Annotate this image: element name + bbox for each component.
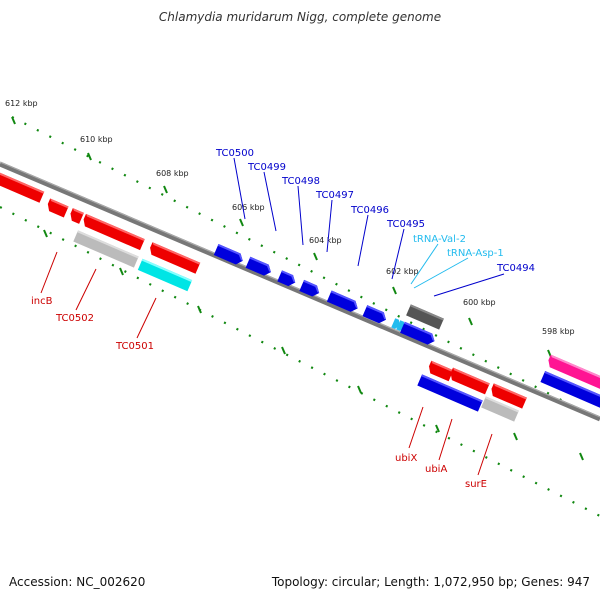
tick-label-610: 610 kbp	[80, 135, 113, 144]
leader-sure	[477, 433, 493, 476]
tick-608	[163, 185, 168, 194]
label-tc0496: TC0496	[350, 205, 389, 216]
bottom-leader-lines	[40, 251, 493, 476]
gene-tc0495[interactable]	[362, 305, 389, 325]
label-tc0499: TC0499	[247, 162, 286, 173]
gene-tc0497[interactable]	[299, 279, 321, 299]
gene-tc0499[interactable]	[245, 256, 274, 278]
tick-600	[468, 317, 473, 326]
tick-label-612: 612 kbp	[5, 99, 38, 108]
label-incb: incB	[31, 296, 53, 307]
label-tc0495: TC0495	[386, 219, 425, 230]
tick-label-598: 598 kbp	[542, 327, 575, 336]
kbp-ticks: 612 kbp 610 kbp 608 kbp 606 kbp 604 kbp …	[5, 99, 584, 461]
tick-label-606: 606 kbp	[232, 203, 265, 212]
tick-label-608: 608 kbp	[156, 169, 189, 178]
gene-incb-small-1[interactable]	[45, 198, 69, 218]
leader-tc0494	[433, 273, 505, 297]
inner-tick	[513, 432, 518, 441]
inner-tick	[281, 346, 286, 355]
tick-610	[87, 152, 92, 161]
forward-strand-genes	[213, 243, 444, 347]
label-trna-asp-1: tRNA-Asp-1	[447, 248, 504, 259]
label-tc0494: TC0494	[496, 263, 535, 274]
label-ubix: ubiX	[395, 453, 417, 464]
gene-trna-val-2[interactable]	[391, 318, 401, 330]
label-tc0497: TC0497	[315, 190, 354, 201]
leader-tc0499	[263, 171, 277, 232]
gene-red-left[interactable]	[0, 170, 45, 203]
leader-tc0497	[326, 199, 333, 253]
leader-tc0498	[297, 185, 304, 246]
tick-label-604: 604 kbp	[309, 236, 342, 245]
gene-tc0502[interactable]	[73, 230, 139, 268]
reverse-strand-genes	[0, 170, 600, 422]
leader-ubia	[438, 418, 453, 461]
gene-tc0498[interactable]	[277, 270, 297, 288]
gene-pink[interactable]	[546, 354, 600, 390]
label-tc0498: TC0498	[281, 176, 320, 187]
label-trna-val-2: tRNA-Val-2	[413, 234, 466, 245]
leader-tc0501	[136, 297, 157, 339]
inner-tick-track	[0, 206, 600, 517]
gene-red-sure[interactable]	[489, 383, 527, 409]
gene-tc0500[interactable]	[213, 243, 245, 266]
leader-tc0500	[233, 157, 246, 220]
tick-602	[392, 286, 397, 295]
gene-incb[interactable]	[68, 208, 84, 224]
bottom-gene-labels: incB TC0502 TC0501 ubiX ubiA surE	[31, 296, 487, 490]
inner-tick	[579, 452, 584, 461]
tick-604	[313, 252, 318, 261]
leader-tc0502	[75, 268, 97, 311]
label-tc0502: TC0502	[55, 313, 94, 324]
backbone-line	[0, 161, 600, 422]
map-title: Chlamydia muridarum Nigg, complete genom…	[158, 10, 442, 24]
leader-trna-val-2	[410, 243, 439, 285]
label-sure: surE	[465, 479, 487, 490]
tick-612	[11, 116, 16, 125]
gene-ubix[interactable]	[427, 360, 454, 382]
accession-text: Accession: NC_002620	[9, 575, 146, 589]
leader-incb	[40, 251, 58, 294]
gene-sure[interactable]	[481, 396, 519, 422]
top-gene-labels: TC0500 TC0499 TC0498 TC0497 TC0496 TC049…	[215, 148, 535, 274]
inner-tick	[119, 267, 124, 276]
gene-tc0496[interactable]	[326, 290, 360, 314]
genome-summary-text: Topology: circular; Length: 1,072,950 bp…	[271, 575, 590, 589]
tick-606	[239, 218, 244, 227]
leader-ubix	[408, 406, 424, 449]
inner-tick	[43, 229, 48, 238]
gene-tc0494[interactable]	[400, 321, 437, 347]
leader-tc0495	[391, 228, 405, 280]
inner-tick	[435, 424, 440, 433]
leader-tc0496	[357, 214, 369, 267]
gene-red-mid[interactable]	[148, 242, 201, 274]
gene-tc0501[interactable]	[137, 258, 193, 292]
tick-label-600: 600 kbp	[463, 298, 496, 307]
leader-trna-asp-1	[413, 257, 469, 289]
label-tc0501: TC0501	[115, 341, 154, 352]
gene-blue-right[interactable]	[540, 371, 600, 409]
tick-label-602: 602 kbp	[386, 267, 419, 276]
inner-tick	[357, 385, 362, 394]
inner-tick	[197, 305, 202, 314]
gene-dark-grey[interactable]	[406, 304, 444, 330]
gene-tc0502-red[interactable]	[81, 213, 145, 251]
label-ubia: ubiA	[425, 464, 447, 475]
top-leader-lines	[233, 157, 505, 297]
gene-red-ubia[interactable]	[448, 367, 490, 395]
label-tc0500: TC0500	[215, 148, 254, 159]
gene-ubia[interactable]	[417, 374, 483, 412]
